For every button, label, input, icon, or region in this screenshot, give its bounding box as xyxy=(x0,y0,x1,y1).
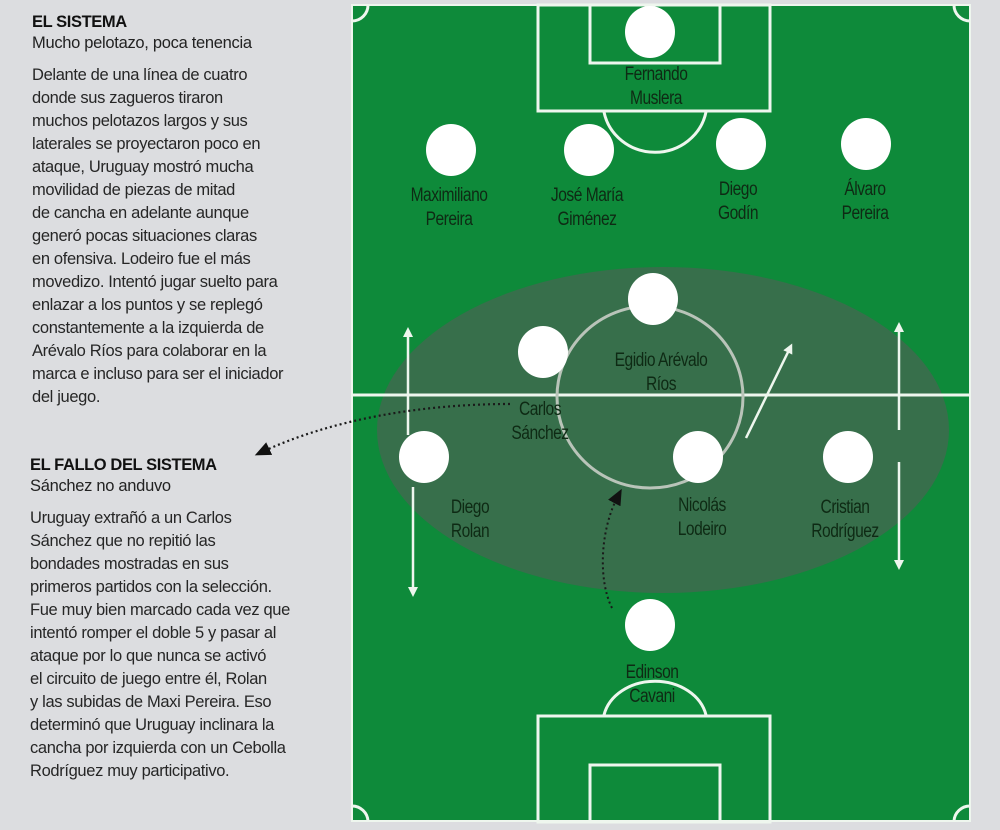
player-name-cristian-rodriguez: Cristian Rodríguez xyxy=(811,496,879,544)
body-line: Delante de una línea de cuatro xyxy=(32,66,248,84)
dotted-arrow-to-text-icon xyxy=(254,402,511,456)
player-dot-muslera xyxy=(625,6,675,58)
player-name-godin: Diego Godín xyxy=(718,178,758,226)
name-line: Ríos xyxy=(645,374,677,395)
bottom-penalty-area xyxy=(536,714,772,824)
player-name-arevalo-rios: Egidio Arévalo Ríos xyxy=(615,349,708,397)
body-line: Rodríguez muy participativo. xyxy=(30,762,230,780)
player-dot-carlos-sanchez xyxy=(518,326,568,378)
name-line: Muslera xyxy=(630,88,682,109)
body-line: marca e incluso para ser el iniciador xyxy=(32,365,284,383)
body-line: ataque, Uruguay mostró mucha xyxy=(32,158,254,176)
name-line: Maximiliano xyxy=(410,185,488,206)
section-title-el-sistema: EL SISTEMA xyxy=(32,13,127,31)
name-line: Pereira xyxy=(841,203,889,224)
body-line: Arévalo Ríos para colaborar en la xyxy=(32,342,267,360)
name-line: Cavani xyxy=(629,686,675,707)
bottom-goal-area xyxy=(588,763,722,824)
body-line: laterales se proyectaron poco en xyxy=(32,135,261,153)
body-line: y las subidas de Maxi Pereira. Eso xyxy=(30,693,272,711)
body-line: primeros partidos con la selección. xyxy=(30,578,272,596)
body-line: Uruguay extrañó a un Carlos xyxy=(30,509,232,527)
name-line: Lodeiro xyxy=(677,519,727,540)
corner-arc xyxy=(952,4,971,23)
player-name-carlos-sanchez: Carlos Sánchez xyxy=(511,398,569,446)
corner-arc xyxy=(351,804,370,822)
section-body-el-sistema: Delante de una línea de cuatro donde sus… xyxy=(32,64,332,409)
body-line: Fue muy bien marcado cada vez que xyxy=(30,601,290,619)
arrow-diagonal-icon xyxy=(744,343,793,439)
pitch-lines xyxy=(351,3,971,824)
body-line: muchos pelotazos largos y sus xyxy=(32,112,248,130)
body-line: Sánchez que no repitió las xyxy=(30,532,216,550)
body-line: en ofensiva. Lodeiro fue el más xyxy=(32,250,251,268)
body-line: cancha por izquierda con un Cebolla xyxy=(30,739,286,757)
bottom-penalty-arc xyxy=(602,679,708,716)
body-line: intentó romper el doble 5 y pasar al xyxy=(30,624,277,642)
player-dot-gimenez xyxy=(564,124,614,176)
player-dots xyxy=(399,6,891,651)
player-dot-lodeiro xyxy=(673,431,723,483)
name-line: Giménez xyxy=(557,209,617,230)
text-panel-fallo: EL FALLO DEL SISTEMA Sánchez no anduvo U… xyxy=(30,455,330,783)
body-line: de cancha en adelante aunque xyxy=(32,204,249,222)
body-line: movedizo. Intentó jugar suelto para xyxy=(32,273,278,291)
name-line: Rolan xyxy=(450,521,490,542)
body-line: determinó que Uruguay inclinara la xyxy=(30,716,274,734)
player-name-muslera: Fernando Muslera xyxy=(625,63,688,111)
body-line: enlazar a los puntos y se replegó xyxy=(32,296,263,314)
name-line: José María xyxy=(550,185,624,206)
dotted-arrow-cavani-icon xyxy=(601,488,622,609)
section-subtitle: Mucho pelotazo, poca tenencia xyxy=(32,34,252,52)
name-line: Rodríguez xyxy=(811,521,879,542)
name-line: Egidio Arévalo xyxy=(614,350,708,371)
name-line: Edinson xyxy=(625,662,679,683)
body-line: donde sus zagueros tiraron xyxy=(32,89,223,107)
name-line: Pereira xyxy=(425,209,473,230)
player-dot-godin xyxy=(716,118,766,170)
name-line: Carlos xyxy=(518,399,562,420)
corner-arc xyxy=(952,804,971,822)
player-dot-rolan xyxy=(399,431,449,483)
body-line: el circuito de juego entre él, Rolan xyxy=(30,670,267,688)
body-line: ataque por lo que nunca se activó xyxy=(30,647,267,665)
player-name-rolan: Diego Rolan xyxy=(450,496,490,544)
player-name-gimenez: José María Giménez xyxy=(550,184,624,232)
name-line: Álvaro xyxy=(844,179,886,200)
section-body-el-fallo: Uruguay extrañó a un Carlos Sánchez que … xyxy=(30,507,330,783)
player-name-alvaro-pereira: Álvaro Pereira xyxy=(842,178,889,226)
top-goal-area xyxy=(588,3,722,65)
body-line: constantemente a la izquierda de xyxy=(32,319,264,337)
player-dot-cristian-rodriguez xyxy=(823,431,873,483)
body-line: del juego. xyxy=(32,388,101,406)
section-subtitle: Sánchez no anduvo xyxy=(30,477,171,495)
text-panel: EL SISTEMA Mucho pelotazo, poca tenencia… xyxy=(32,12,332,409)
body-line: movilidad de piezas de mitad xyxy=(32,181,235,199)
name-line: Diego xyxy=(450,497,490,518)
player-name-lodeiro: Nicolás Lodeiro xyxy=(678,494,727,542)
body-line: generó pocas situaciones claras xyxy=(32,227,257,245)
name-line: Diego xyxy=(718,179,758,200)
player-dot-maxi-pereira xyxy=(426,124,476,176)
name-line: Nicolás xyxy=(678,495,726,516)
corner-arc xyxy=(351,4,370,23)
player-dot-cavani xyxy=(625,599,675,651)
name-line: Godín xyxy=(718,203,758,224)
player-dot-alvaro-pereira xyxy=(841,118,891,170)
player-name-cavani: Edinson Cavani xyxy=(626,661,679,709)
name-line: Sánchez xyxy=(511,423,569,444)
body-line: bondades mostradas en sus xyxy=(30,555,229,573)
player-dot-arevalo-rios xyxy=(628,273,678,325)
name-line: Fernando xyxy=(624,64,688,85)
section-title-el-fallo: EL FALLO DEL SISTEMA xyxy=(30,456,217,474)
top-penalty-arc xyxy=(602,111,708,154)
name-line: Cristian xyxy=(820,497,870,518)
player-name-maxi-pereira: Maximiliano Pereira xyxy=(411,184,488,232)
